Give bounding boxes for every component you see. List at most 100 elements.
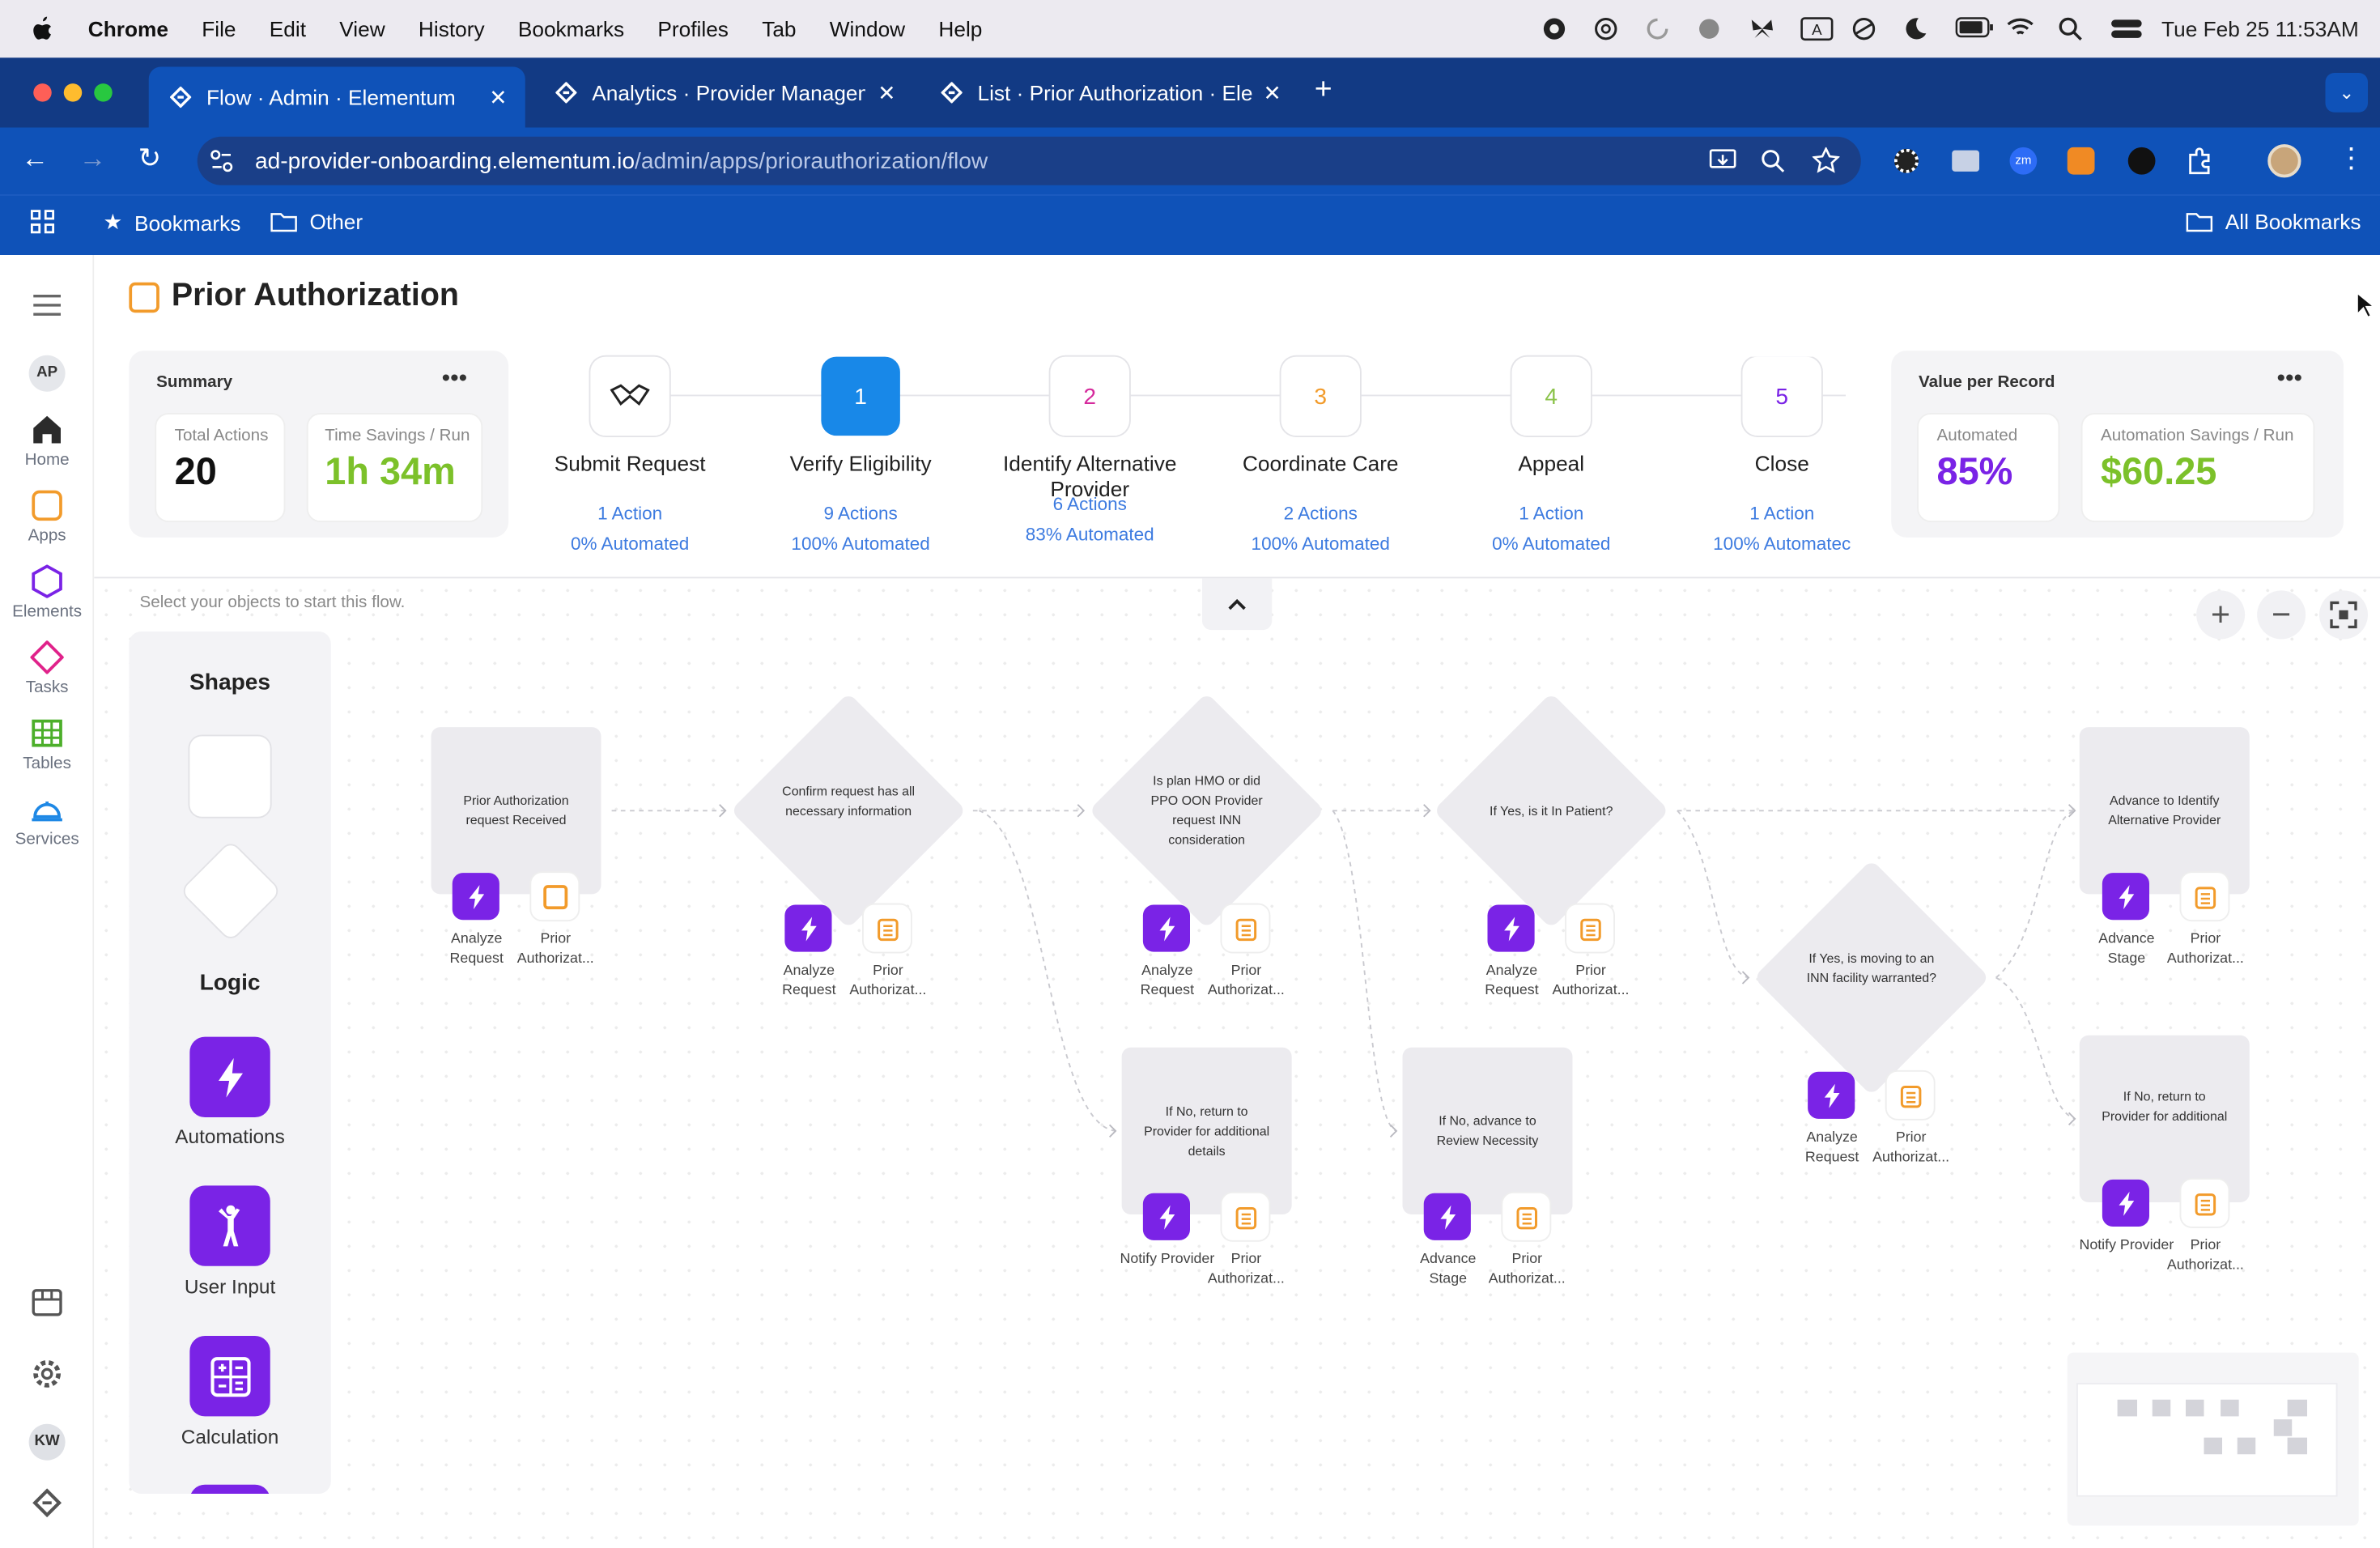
analyze-request-action[interactable] [1142,904,1190,952]
more-tool-partial[interactable] [189,1484,270,1494]
value-more-icon[interactable]: ••• [2276,365,2303,392]
fit-view-button[interactable] [2319,590,2368,640]
new-tab-button[interactable]: + [1314,73,1332,107]
nav-tables[interactable]: Tables [0,717,94,772]
bookmark-star-icon[interactable] [1812,147,1840,175]
prior-authorization-object[interactable] [1502,1193,1550,1240]
prior-authorization-object[interactable] [863,904,911,952]
advance-stage-action[interactable] [1423,1193,1471,1240]
tab-flow-admin[interactable]: Flow · Admin · Elementum ✕ [148,66,525,128]
battery-icon[interactable] [1955,17,1993,41]
stage-number[interactable]: 3 [1281,356,1360,436]
menu-bookmarks[interactable]: Bookmarks [517,16,625,41]
metamask-extension-icon[interactable] [2067,147,2095,175]
rectangle-shape-tool[interactable] [189,736,270,817]
prior-authorization-object[interactable] [2181,1179,2229,1227]
analyze-request-action[interactable] [452,873,499,921]
menu-help[interactable]: Help [938,16,983,41]
stage-number[interactable]: 1 [821,356,900,436]
advance-stage-action[interactable] [2102,873,2149,921]
automations-tool[interactable] [189,1036,270,1117]
close-window-button[interactable] [33,83,52,102]
focus-icon[interactable] [1852,17,1880,41]
menu-file[interactable]: File [202,16,236,41]
zoom-in-button[interactable]: + [2196,590,2246,640]
close-tab-icon[interactable]: ✕ [1263,79,1281,104]
apps-grid-icon[interactable] [30,210,55,234]
globe-icon[interactable] [1697,17,1724,41]
stage-number[interactable]: 2 [1050,356,1129,436]
tab-list-prior-auth[interactable]: List · Prior Authorization · Eler ✕ [920,67,1299,119]
flow-node-return-provider-additional[interactable]: If No, return to Provider for additional [2079,1035,2250,1202]
minimize-window-button[interactable] [63,83,83,102]
menu-tab[interactable]: Tab [762,16,797,41]
nav-home[interactable]: Home [0,413,94,469]
stage-box[interactable] [590,356,669,436]
notify-provider-action[interactable] [1142,1193,1190,1240]
store-icon[interactable] [31,1287,64,1318]
menubar-clock[interactable]: Tue Feb 25 11:53AM [2161,16,2359,41]
menu-window[interactable]: Window [829,16,906,41]
close-tab-icon[interactable]: ✕ [878,79,896,104]
extension-skull-icon[interactable] [2127,147,2156,175]
analyze-request-action[interactable] [1487,904,1535,952]
extensions-puzzle-icon[interactable] [2186,147,2213,175]
install-app-icon[interactable] [1709,149,1736,173]
menu-app-name[interactable]: Chrome [87,16,168,41]
zoom-icon[interactable] [1761,149,1785,173]
menu-edit[interactable]: Edit [269,16,306,41]
hamburger-menu-icon[interactable] [32,293,62,317]
summary-more-icon[interactable]: ••• [441,365,468,392]
tab-search-chevron-icon[interactable]: ⌄ [2325,73,2368,113]
analyze-request-action[interactable] [1808,1071,1855,1119]
collapse-header-button[interactable] [1202,578,1273,631]
stage-close[interactable]: 5 Close 1 Action 100% Automatec [1693,356,1872,554]
all-bookmarks-folder[interactable]: All Bookmarks [2186,210,2361,234]
site-settings-icon[interactable] [210,149,234,173]
control-center-icon[interactable] [2110,17,2142,41]
elementum-logo-icon[interactable] [31,1488,64,1521]
apple-icon[interactable] [31,15,55,43]
forward-arrow-icon[interactable]: → [79,142,107,173]
maximize-window-button[interactable] [94,83,113,102]
nav-apps[interactable]: Apps [0,489,94,545]
menu-profiles[interactable]: Profiles [657,16,729,41]
settings-gear-icon[interactable] [31,1357,64,1390]
analyze-request-action[interactable] [784,904,832,952]
zoom-extension-icon[interactable]: zm [2009,147,2038,175]
prior-authorization-object[interactable] [2181,873,2229,921]
stage-submit-request[interactable]: Submit Request 1 Action 0% Automated [516,356,744,554]
openai-icon[interactable] [1594,17,1621,41]
butterfly-icon[interactable] [1749,17,1776,41]
tab-analytics[interactable]: Analytics · Provider Managem ✕ [534,67,914,119]
flow-node-return-provider-details[interactable]: If No, return to Provider for additional… [1121,1047,1292,1214]
reload-icon[interactable]: ↻ [138,142,161,173]
app-user-avatar[interactable]: AP [28,355,66,392]
stage-identify-alternative-provider[interactable]: 2 Identify Alternative Provider 6 Action… [976,356,1204,545]
prior-authorization-object[interactable] [1222,1193,1269,1240]
keyboard-input-icon[interactable]: A [1800,17,1834,41]
prior-authorization-object[interactable] [1566,904,1614,952]
stage-number[interactable]: 4 [1511,356,1591,436]
profile-avatar[interactable] [2267,144,2301,178]
loader-icon[interactable] [1646,17,1673,41]
extension-card-icon[interactable] [1952,150,1979,172]
prior-authorization-object[interactable] [1222,904,1269,952]
stage-appeal[interactable]: 4 Appeal 1 Action 0% Automated [1438,356,1665,554]
wifi-icon[interactable] [2007,17,2034,41]
stage-number[interactable]: 5 [1742,356,1821,436]
bookmarks-folder[interactable]: ★Bookmarks [104,210,241,236]
user-input-tool[interactable] [189,1185,270,1266]
spotlight-search-icon[interactable] [2059,17,2086,41]
canvas-minimap[interactable] [2067,1352,2359,1526]
flow-node-review-necessity[interactable]: If No, advance to Review Necessity [1402,1047,1573,1214]
chrome-menu-icon[interactable]: ⋮ [2337,142,2365,173]
user-initials-avatar[interactable]: KW [28,1423,66,1461]
zoom-out-button[interactable]: − [2257,590,2306,640]
calculation-tool[interactable] [189,1336,270,1417]
nav-tasks[interactable]: Tasks [0,640,94,697]
extension-gear-icon[interactable] [1894,148,1919,173]
other-folder[interactable]: Other [270,210,363,234]
stage-coordinate-care[interactable]: 3 Coordinate Care 2 Actions 100% Automat… [1207,356,1434,554]
flow-node-advance-identify[interactable]: Advance to Identify Alternative Provider [2079,727,2250,895]
